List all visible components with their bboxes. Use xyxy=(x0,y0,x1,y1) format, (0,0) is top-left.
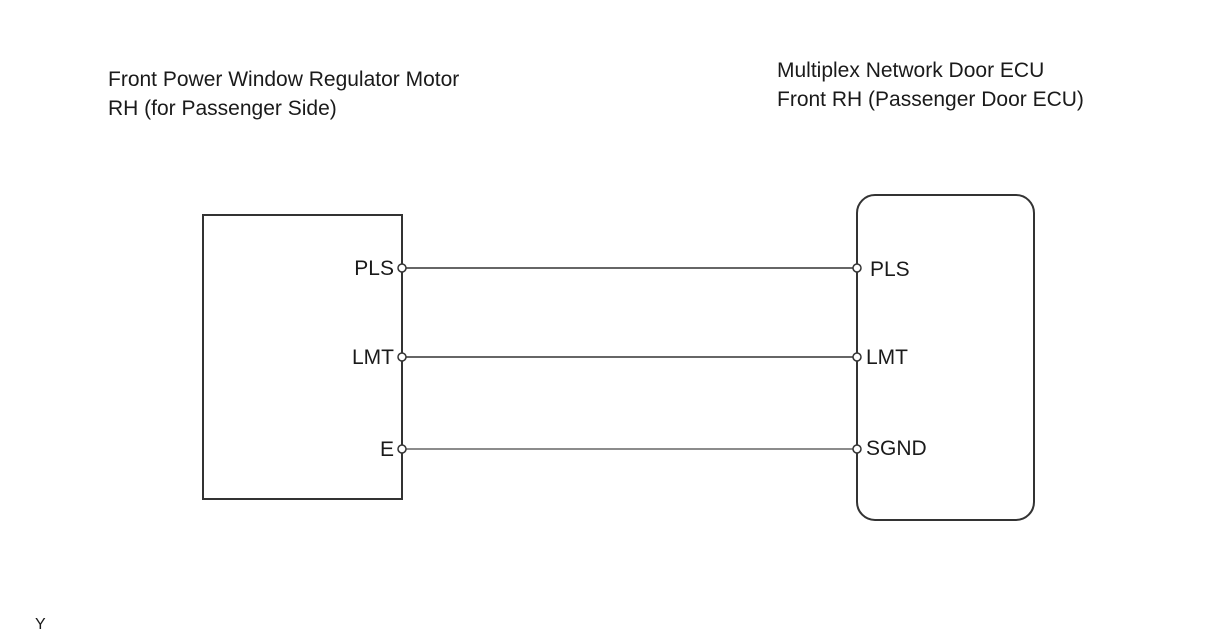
ecu-pin-label-pls: PLS xyxy=(870,258,910,281)
ecu-pin-label-lmt: LMT xyxy=(866,346,908,369)
motor-title-line2: RH (for Passenger Side) xyxy=(108,97,337,120)
motor-terminal-e xyxy=(397,444,407,454)
motor-pin-label-lmt: LMT xyxy=(352,346,394,369)
corner-mark: Y xyxy=(35,616,46,633)
motor-terminal-lmt xyxy=(397,352,407,362)
ecu-pin-label-sgnd: SGND xyxy=(866,437,927,460)
ecu-title-line1: Multiplex Network Door ECU xyxy=(777,59,1045,82)
motor-terminal-pls xyxy=(397,263,407,273)
ecu-terminal-lmt xyxy=(852,352,862,362)
motor-pin-label-pls: PLS xyxy=(354,257,394,280)
motor-title-line1: Front Power Window Regulator Motor xyxy=(108,68,460,91)
motor-pin-label-e: E xyxy=(379,438,394,461)
ecu-title-line2: Front RH (Passenger Door ECU) xyxy=(777,88,1084,111)
ecu-terminal-pls xyxy=(852,263,862,273)
ecu-terminal-sgnd xyxy=(852,444,862,454)
